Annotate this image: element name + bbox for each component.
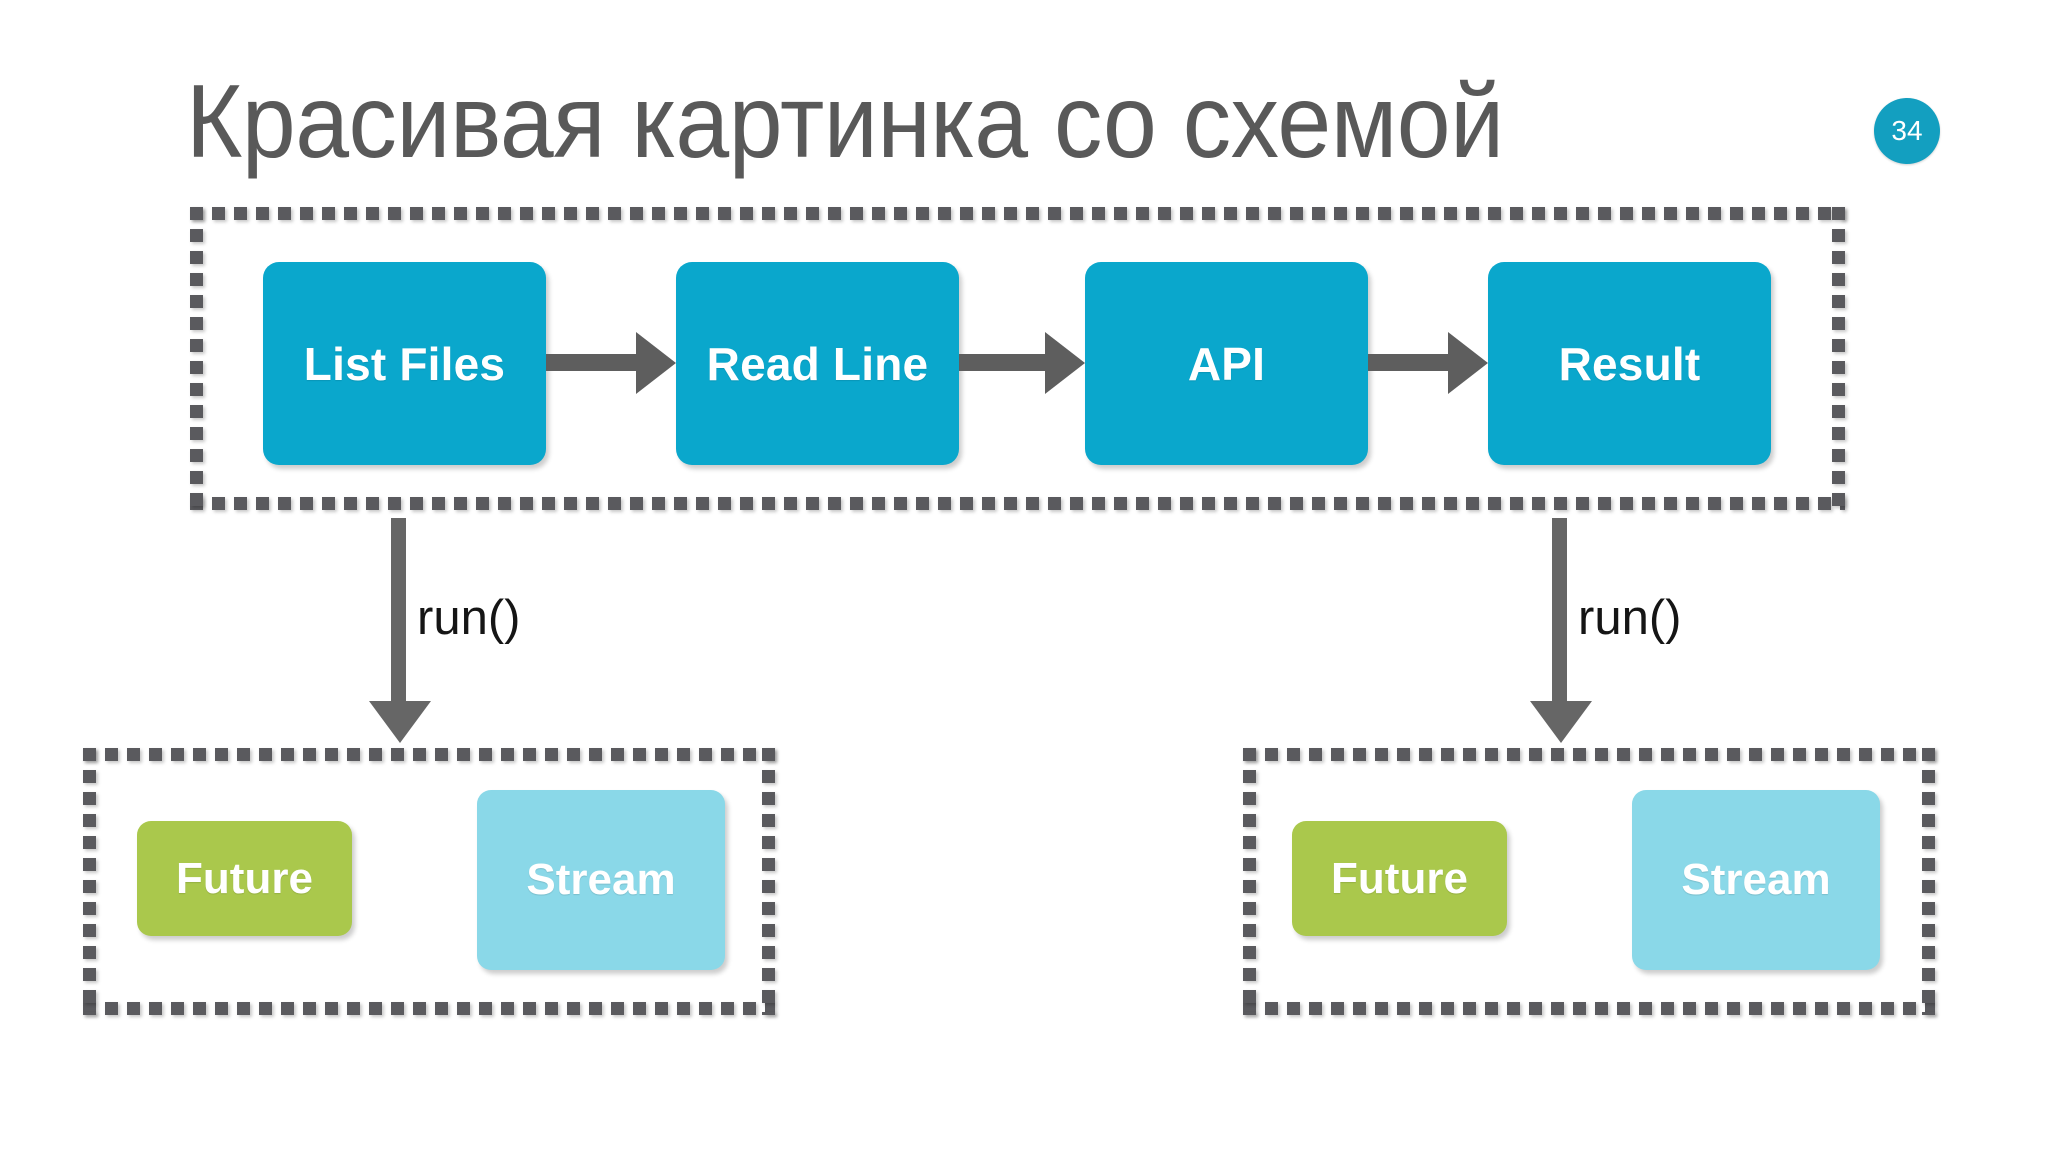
right-chip-future[interactable]: Future bbox=[1292, 821, 1507, 936]
arrow-shaft bbox=[959, 354, 1047, 371]
arrow-head-icon bbox=[1530, 701, 1592, 743]
right-result-group-container bbox=[1243, 748, 1935, 1015]
arrow-shaft bbox=[1552, 518, 1567, 703]
pipeline-node-result[interactable]: Result bbox=[1488, 262, 1771, 465]
dashed-edge-top bbox=[83, 748, 775, 761]
page-number-badge: 34 bbox=[1874, 98, 1940, 164]
left-chip-stream[interactable]: Stream bbox=[477, 790, 725, 970]
pipeline-node-label: API bbox=[1187, 337, 1266, 390]
pipeline-group-container bbox=[190, 207, 1845, 510]
dashed-edge-left bbox=[190, 207, 203, 510]
pipeline-node-read-line[interactable]: Read Line bbox=[676, 262, 959, 465]
page-title: Красивая картинка со схемой bbox=[186, 64, 1504, 180]
chip-label: Future bbox=[176, 853, 313, 903]
arrow-head-icon bbox=[1448, 332, 1488, 394]
dashed-edge-bottom bbox=[83, 1002, 775, 1015]
dashed-edge-right bbox=[1922, 748, 1935, 1015]
pipeline-node-label: Read Line bbox=[706, 337, 929, 390]
dashed-edge-top bbox=[190, 207, 1845, 220]
pipeline-node-label: Result bbox=[1558, 337, 1701, 390]
arrow-read-line-to-api bbox=[959, 332, 1085, 394]
dashed-edge-bottom bbox=[190, 497, 1845, 510]
pipeline-node-api[interactable]: API bbox=[1085, 262, 1368, 465]
left-chip-future[interactable]: Future bbox=[137, 821, 352, 936]
chip-label: Future bbox=[1331, 853, 1468, 903]
dashed-edge-top bbox=[1243, 748, 1935, 761]
chip-label: Stream bbox=[526, 855, 676, 904]
arrow-run-left bbox=[369, 518, 431, 743]
arrow-list-files-to-read-line bbox=[546, 332, 676, 394]
dashed-edge-right bbox=[762, 748, 775, 1015]
arrow-shaft bbox=[546, 354, 638, 371]
arrow-shaft bbox=[391, 518, 406, 703]
arrow-run-right bbox=[1530, 518, 1592, 743]
dashed-edge-bottom bbox=[1243, 1002, 1935, 1015]
arrow-shaft bbox=[1368, 354, 1450, 371]
dashed-edge-right bbox=[1832, 207, 1845, 510]
arrow-head-icon bbox=[369, 701, 431, 743]
arrow-head-icon bbox=[1045, 332, 1085, 394]
run-label-right: run() bbox=[1578, 591, 1682, 645]
arrow-api-to-result bbox=[1368, 332, 1488, 394]
dashed-edge-left bbox=[1243, 748, 1256, 1015]
chip-label: Stream bbox=[1681, 855, 1831, 904]
pipeline-node-label: List Files bbox=[303, 337, 506, 390]
right-chip-stream[interactable]: Stream bbox=[1632, 790, 1880, 970]
dashed-edge-left bbox=[83, 748, 96, 1015]
left-result-group-container bbox=[83, 748, 775, 1015]
pipeline-node-list-files[interactable]: List Files bbox=[263, 262, 546, 465]
arrow-head-icon bbox=[636, 332, 676, 394]
run-label-left: run() bbox=[417, 591, 521, 645]
